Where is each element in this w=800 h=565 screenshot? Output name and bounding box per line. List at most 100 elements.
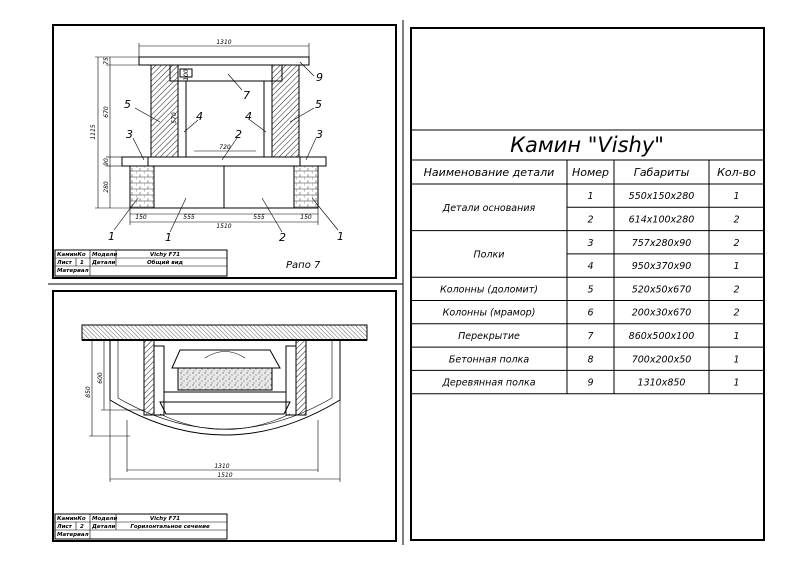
spec-table: Наименование детали Номер Габариты Кол-во 1 5… [411,160,764,395]
spec-cell-name: Детали основания [442,203,536,214]
wall [81,324,368,341]
spec-cell-qty: 1 [733,354,739,365]
dim-850: 850 [85,386,92,398]
spec-cell-number: 1 [587,191,593,202]
section-view-frame [52,290,397,542]
sheet-label: Рапо 7 [286,260,321,271]
spec-cell-dims: 614x100x280 [629,214,695,225]
tb2-model-name: Vichy F71 [150,516,180,522]
tb1-model-name: Vichy F71 [150,252,180,258]
callout-4: 2 [235,128,242,141]
section-view: 1310 1510 850 600 КаминКо Модели Vichy F… [52,290,397,542]
spec-cell-number: 7 [587,331,593,342]
spec-cell-number: 8 [587,354,593,365]
tb2-sheet: Лист [56,524,73,530]
dim-1510: 1510 [217,472,232,479]
spec-cell-number: 2 [587,214,593,225]
spec-cell-name: Колонны (мрамор) [443,308,536,319]
dim-75: 75 [103,57,110,65]
callout-3-left: 3 [126,128,133,141]
dim-280: 280 [103,181,110,193]
tb1-details: Детали [91,260,116,266]
dim-top-width: 1310 [216,39,231,46]
shelf-main [121,156,327,167]
tb1-sheet: Лист [56,260,73,266]
dim-150-left: 150 [135,214,147,221]
tb2-view: Горизонтальное сечение [130,524,210,530]
firebox [171,349,281,369]
base-brick-left [129,165,155,209]
tb1-models: Модели [92,252,117,258]
spec-cell-qty: 2 [733,214,739,225]
dim-bottom-width: 1510 [216,223,231,230]
concrete-shelf [177,367,273,391]
spec-header-qty: Кол-во [717,166,756,179]
callout-3-right: 3 [316,128,323,141]
tb2-company: КаминКо [57,516,86,522]
dim-100: 100 [183,69,190,81]
column-dolomite-right [271,64,300,158]
spec-cell-dims: 757x280x90 [632,238,692,249]
dim-555-right: 555 [253,214,265,221]
tb1-company: КаминКо [57,252,86,258]
callout-1-left: 1 [108,230,115,243]
dim-600: 600 [97,372,104,384]
spec-title: Камин "Vishy" [510,133,664,157]
section-column-right [295,339,307,416]
spec-cell-dims: 550x150x280 [629,191,695,202]
callout-6-right: 4 [245,110,252,123]
tb1-sheet-num: 1 [80,260,84,266]
spec-cell-number: 9 [587,378,593,389]
hearth-outline [109,340,341,436]
spec-cell-number: 3 [587,238,593,249]
spec-cell-dims: 700x200x50 [632,354,692,365]
spec-cell-dims: 520x50x670 [632,284,692,295]
spec-cell-dims: 950x370x90 [632,261,692,272]
spec-cell-qty: 1 [733,191,739,202]
spec-cell-qty: 2 [733,308,739,319]
callout-9: 9 [316,71,323,84]
tb2-details: Детали [91,524,116,530]
spec-cell-number: 4 [587,261,593,272]
column-marble-left [177,80,187,158]
tb2-sheet-num: 2 [80,524,84,530]
spec-cell-name: Бетонная полка [449,354,530,365]
callout-6-left: 4 [196,110,203,123]
dim-1310: 1310 [214,463,229,470]
spec-header-number: Номер [572,166,609,179]
spec-cell-name: Деревянная полка [441,378,535,389]
spec-cell-number: 6 [587,308,593,319]
section-title-block: КаминКо Модели Vichy F71 Лист 2 Детали Г… [54,513,228,540]
spec-cell-dims: 1310x850 [638,378,686,389]
dim-555-left: 555 [183,214,195,221]
section-column-left [143,339,155,416]
spec-cell-dims: 200x30x670 [632,308,692,319]
dim-570: 570 [171,112,178,124]
dim-90: 90 [103,158,110,166]
spec-cell-number: 5 [587,284,593,295]
spec-cell-qty: 1 [733,261,739,272]
front-view: 1310 1510 150 555 555 150 720 1115 75 67… [52,24,397,279]
spec-header-name: Наименование детали [424,166,555,179]
spec-frame [410,27,765,541]
spec-cell-qty: 1 [733,378,739,389]
callout-5-left: 5 [124,98,131,111]
callout-2-left: 1 [165,231,172,244]
dim-150-right: 150 [300,214,312,221]
spec-header-dims: Габариты [634,166,690,179]
spec-cell-qty: 2 [733,238,739,249]
spec-cell-name: Перекрытие [458,331,520,342]
callout-1-right: 1 [337,230,344,243]
front-title-block: КаминКо Модели Vichy F71 Лист 1 Детали О… [54,249,228,277]
tb2-models: Модели [92,516,117,522]
tb1-view: Общий вид [147,259,184,266]
spec-cell-name: Колонны (доломит) [440,284,538,295]
wooden-shelf [138,56,310,66]
dim-670: 670 [103,106,110,118]
tb1-material: Материал [57,268,89,274]
column-dolomite-left [150,64,179,158]
spec-cell-qty: 1 [733,331,739,342]
front-view-frame [52,24,397,279]
spec-cell-name: Полки [474,249,505,260]
